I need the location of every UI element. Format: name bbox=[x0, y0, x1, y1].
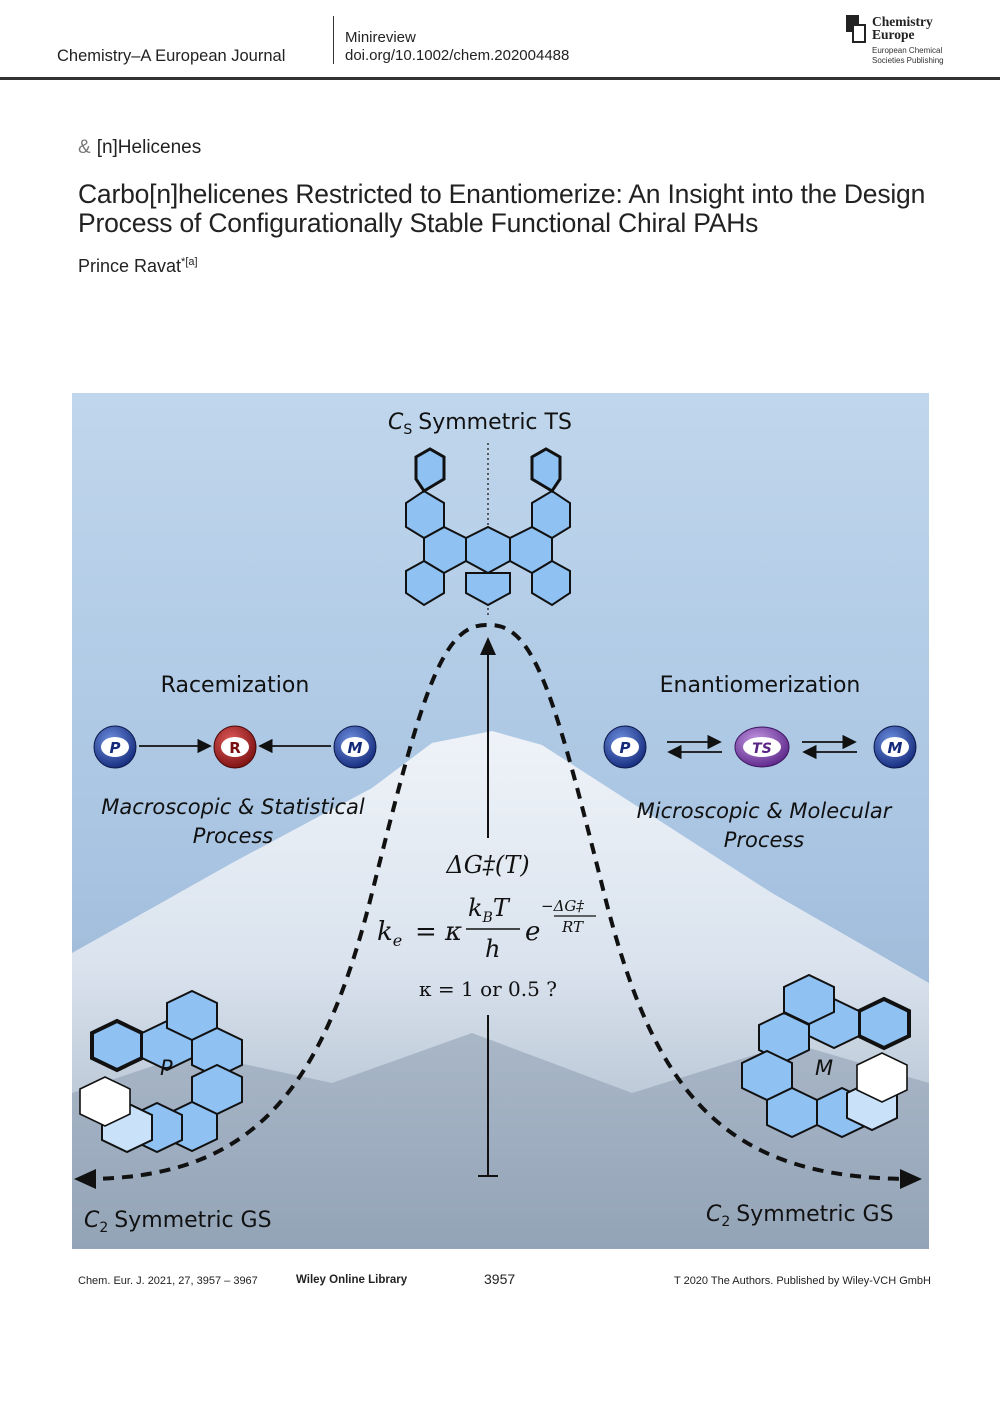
right-caption-line1: Microscopic & Molecular bbox=[637, 799, 893, 823]
energy-curve bbox=[83, 622, 913, 1181]
article-title: Carbo[n]helicenes Restricted to Enantiom… bbox=[78, 179, 926, 238]
svg-text:M: M bbox=[888, 739, 903, 757]
right-caption-line2: Process bbox=[724, 828, 805, 852]
footer-copyright: T 2020 The Authors. Published by Wiley-V… bbox=[674, 1275, 931, 1287]
topic-label: [n]Helicenes bbox=[96, 137, 202, 158]
svg-text:M: M bbox=[348, 739, 363, 757]
racemization-scheme: P R M bbox=[93, 725, 377, 769]
publisher-subtitle: European Chemical bbox=[872, 46, 943, 55]
svg-text:= κ: = κ bbox=[415, 917, 462, 947]
equation-dg: ΔG‡(T) bbox=[445, 851, 529, 879]
svg-text:TS: TS bbox=[752, 741, 772, 757]
publisher-logo[interactable]: Chemistry Europe European Chemical Socie… bbox=[845, 14, 955, 70]
ts-molecule-drawing bbox=[405, 447, 571, 607]
left-caption-line1: Macroscopic & Statistical bbox=[101, 795, 365, 819]
topic-glyph: & bbox=[78, 137, 91, 158]
kappa-line: κ = 1 or 0.5 ? bbox=[419, 977, 557, 1001]
svg-text:kBT: kBT bbox=[468, 894, 511, 926]
svg-text:ke: ke bbox=[377, 917, 402, 950]
header-rule bbox=[0, 77, 1000, 80]
page-number: 3957 bbox=[484, 1271, 516, 1287]
racemization-heading: Racemization bbox=[161, 673, 310, 698]
topic-line: &[n]Helicenes bbox=[78, 137, 201, 159]
enantiomerization-scheme: P TS M bbox=[603, 725, 917, 769]
journal-name: Chemistry–A European Journal bbox=[57, 47, 286, 65]
author-affiliation-mark: *[a] bbox=[181, 256, 198, 268]
footer-citation: Chem. Eur. J. 2021, 27, 3957 – 3967 bbox=[78, 1275, 258, 1287]
publisher-logo-icon bbox=[846, 15, 866, 43]
svg-text:−ΔG‡: −ΔG‡ bbox=[541, 897, 584, 915]
left-caption-line2: Process bbox=[193, 824, 274, 848]
p-helicene-label: P bbox=[160, 1056, 173, 1080]
author-name[interactable]: Prince Ravat bbox=[78, 256, 182, 276]
m-helicene-label: M bbox=[815, 1056, 833, 1080]
publisher-subtitle-2: Societies Publishing bbox=[872, 56, 944, 65]
svg-text:R: R bbox=[229, 739, 241, 757]
article-type: Minireview bbox=[345, 29, 416, 46]
svg-text:h: h bbox=[485, 935, 500, 963]
header-divider bbox=[333, 16, 334, 64]
publisher-logo-title-2: Europe bbox=[872, 27, 915, 42]
doi-link[interactable]: doi.org/10.1002/chem.202004488 bbox=[345, 47, 570, 64]
svg-text:e: e bbox=[525, 917, 540, 947]
publisher-logo-title: Chemistry bbox=[872, 14, 933, 29]
mountain-foothills bbox=[72, 1033, 929, 1249]
curve-arrowhead-right bbox=[900, 1169, 922, 1189]
rate-equation: ke = κ kBT h e −ΔG‡ RT bbox=[377, 894, 596, 963]
enantiomerization-heading: Enantiomerization bbox=[660, 673, 861, 698]
svg-text:P: P bbox=[620, 739, 631, 757]
barrier-arrowhead bbox=[480, 637, 496, 655]
footer-library-link[interactable]: Wiley Online Library bbox=[296, 1274, 408, 1286]
curve-arrowhead-left bbox=[74, 1169, 96, 1189]
svg-text:RT: RT bbox=[561, 918, 584, 936]
p-helicene-drawing bbox=[79, 989, 243, 1154]
svg-text:P: P bbox=[110, 739, 121, 757]
author-line: Prince Ravat*[a] bbox=[78, 256, 198, 277]
m-helicene-drawing bbox=[741, 973, 911, 1139]
